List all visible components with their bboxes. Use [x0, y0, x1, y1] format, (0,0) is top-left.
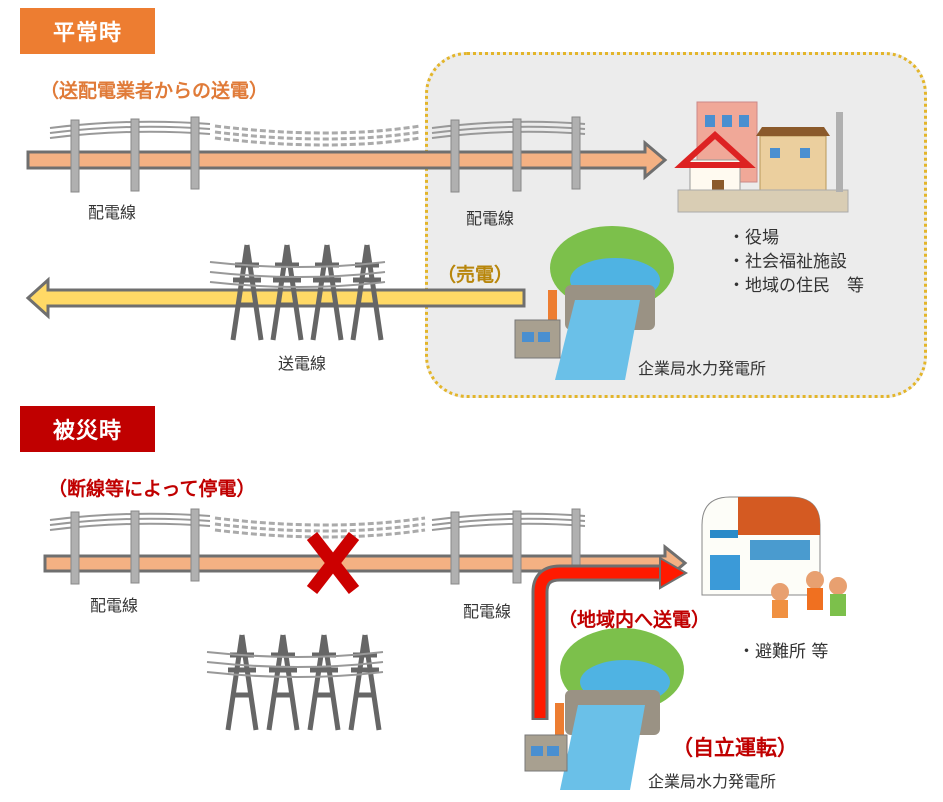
distribution-line-label-right-disaster: 配電線	[463, 602, 512, 621]
shelter-list: 避難所 等	[738, 640, 828, 664]
distribution-line-label-left-normal: 配電線	[88, 203, 137, 222]
consumer-item: 役場	[728, 226, 864, 250]
local-supply-caption: （地域内へ送電）	[558, 609, 711, 631]
disconnection-x-icon	[306, 532, 360, 594]
transmission-towers-normal	[209, 244, 386, 341]
hydro-plant-label-normal: 企業局水力発電所	[638, 359, 767, 378]
normal-time-badge: 平常時	[20, 8, 155, 54]
hydro-plant-label-disaster: 企業局水力発電所	[648, 772, 777, 791]
utility-poles-left-normal	[49, 116, 211, 193]
disaster-caption: （断線等によって停電）	[48, 478, 256, 500]
independent-operation-caption: （自立運転）	[672, 736, 798, 760]
disaster-time-badge: 被災時	[20, 406, 155, 452]
distribution-line-label-left-disaster: 配電線	[90, 596, 139, 615]
sell-power-arrow	[25, 276, 526, 320]
local-area-zone-normal	[425, 52, 927, 398]
transmission-towers-disaster	[206, 634, 384, 731]
utility-poles-left-disaster	[49, 508, 211, 585]
distribution-line-label-right-normal: 配電線	[466, 209, 515, 228]
shelter-illustration	[701, 496, 847, 618]
houses-illustration	[674, 101, 849, 213]
hydro-power-plant-disaster	[524, 628, 684, 790]
transmission-line-label: 送電線	[278, 354, 327, 373]
consumer-item: 社会福祉施設	[728, 250, 864, 274]
utility-poles-right-normal	[431, 116, 586, 193]
dashed-wires-disaster	[214, 516, 426, 539]
consumer-list: 役場 社会福祉施設 地域の住民 等	[728, 226, 864, 298]
dashed-wires-normal	[214, 124, 421, 147]
distribution-arrow-normal	[26, 139, 668, 181]
hydro-power-plant-normal	[514, 226, 674, 380]
shelter-item: 避難所 等	[738, 640, 828, 664]
utility-poles-right-disaster	[431, 508, 586, 585]
consumer-item: 地域の住民 等	[728, 274, 864, 298]
normal-caption: （送配電業者からの送電）	[40, 80, 269, 102]
sell-power-caption: （売電）	[437, 264, 514, 286]
